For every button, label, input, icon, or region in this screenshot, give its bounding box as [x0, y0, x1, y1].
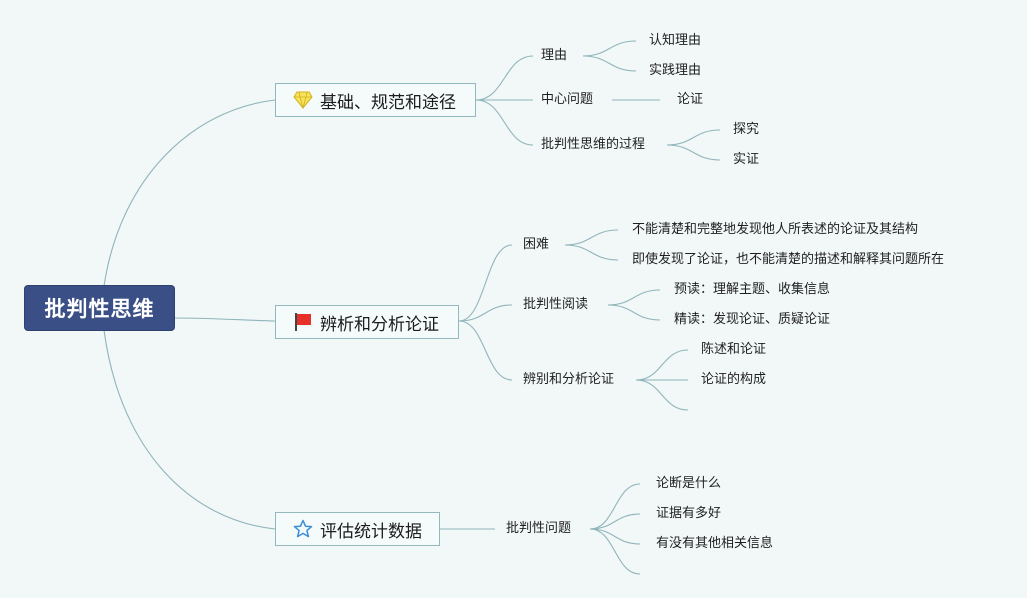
leaf-other-info[interactable]: 有没有其他相关信息: [656, 536, 774, 551]
link-questions-evidence: [589, 513, 641, 530]
link-b1-process: [475, 99, 534, 146]
link-identify-statement: [635, 349, 689, 381]
topic-critical-reading[interactable]: 批判性阅读: [523, 297, 589, 312]
link-root-branch-3: [103, 329, 276, 530]
link-b1-reason: [475, 55, 534, 101]
link-difficulty-2: [564, 244, 619, 261]
link-b2-difficulty: [458, 244, 513, 322]
link-b2-identify: [458, 320, 513, 381]
leaf-evidence-quality[interactable]: 证据有多好: [656, 506, 722, 521]
link-reading-close: [607, 304, 661, 321]
link-reading-preview: [607, 289, 661, 306]
leaf-cognitive-reason[interactable]: 认知理由: [649, 33, 702, 48]
topic-identify-analyze[interactable]: 辨别和分析论证: [523, 372, 615, 387]
root-node[interactable]: 批判性思维: [25, 286, 174, 330]
leaf-difficulty-2[interactable]: 即使发现了论证，也不能清楚的描述和解释其问题所在: [632, 252, 945, 267]
link-b2-reading: [458, 304, 513, 322]
topic-reason[interactable]: 理由: [541, 48, 568, 63]
leaf-what-claim[interactable]: 论断是什么: [656, 476, 722, 491]
leaf-close-reading[interactable]: 精读：发现论证、质疑论证: [674, 312, 831, 327]
leaf-argument-structure[interactable]: 论证的构成: [701, 372, 767, 387]
link-process-inquiry: [666, 129, 721, 146]
branch-label: 基础、规范和途径: [320, 92, 456, 113]
branch-label: 辨析和分析论证: [320, 314, 439, 335]
link-reason-cognitive: [582, 40, 637, 57]
link-root-branch-1: [103, 99, 276, 287]
topic-central-question[interactable]: 中心问题: [541, 92, 594, 107]
branch-node-statistics[interactable]: 评估统计数据: [275, 512, 440, 546]
link-difficulty-1: [564, 229, 619, 246]
leaf-statement-argument[interactable]: 陈述和论证: [701, 342, 767, 357]
link-questions-other: [589, 528, 641, 545]
leaf-inquiry[interactable]: 探究: [733, 122, 760, 137]
link-questions-empty: [589, 528, 641, 575]
topic-critical-questions[interactable]: 批判性问题: [506, 521, 572, 536]
star-outline-icon: [292, 518, 314, 540]
link-process-verification: [666, 144, 721, 161]
branch-node-analysis[interactable]: 辨析和分析论证: [275, 305, 459, 339]
root-label: 批判性思维: [44, 297, 155, 321]
leaf-difficulty-1[interactable]: 不能清楚和完整地发现他人所表述的论证及其结构: [632, 222, 919, 237]
link-questions-claim: [589, 483, 641, 530]
diamond-icon: [292, 89, 314, 111]
link-reason-practical: [582, 55, 637, 72]
leaf-preview-reading[interactable]: 预读：理解主题、收集信息: [674, 282, 831, 297]
leaf-practical-reason[interactable]: 实践理由: [649, 63, 702, 78]
branch-node-foundations[interactable]: 基础、规范和途径: [275, 83, 476, 117]
leaf-verification[interactable]: 实证: [733, 152, 760, 167]
topic-critical-process[interactable]: 批判性思维的过程: [541, 137, 646, 152]
link-identify-empty: [635, 379, 689, 411]
link-root-branch-2: [173, 317, 276, 322]
branch-label: 评估统计数据: [320, 521, 422, 542]
red-flag-icon: [292, 311, 314, 333]
topic-difficulty[interactable]: 困难: [523, 237, 550, 252]
leaf-argument[interactable]: 论证: [677, 92, 704, 107]
